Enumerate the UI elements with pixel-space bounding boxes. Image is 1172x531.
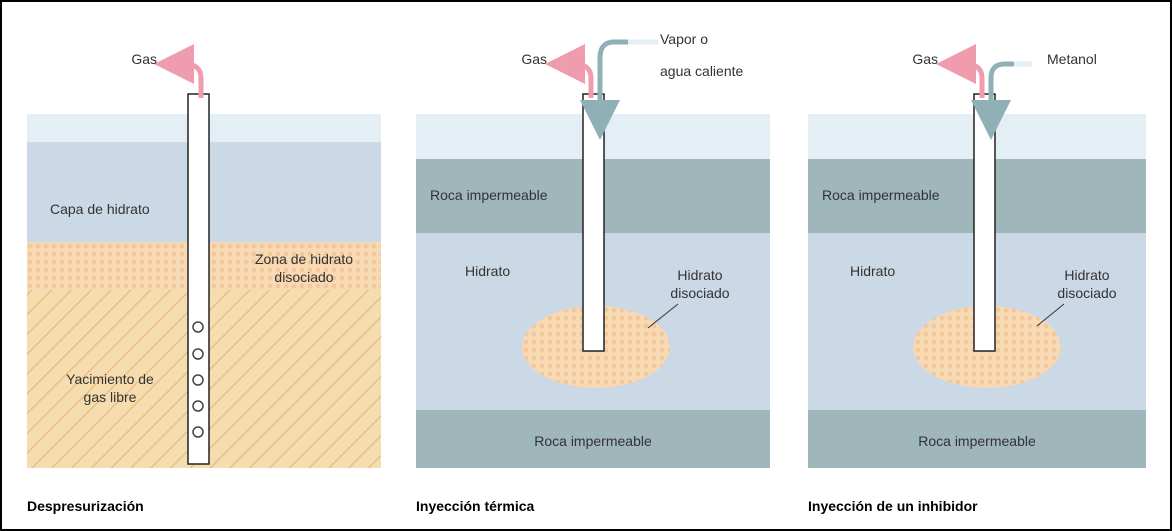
rock-bottom-label: Roca impermeable xyxy=(534,433,652,449)
dissociated-label-line1: Hidrato xyxy=(677,267,722,283)
impermeable-rock-bottom xyxy=(808,410,1146,468)
gas-arrow xyxy=(545,44,594,98)
injected-label-line1: Vapor o xyxy=(660,31,708,47)
panel-caption: Inyección térmica xyxy=(416,498,534,514)
well-pipe xyxy=(973,93,996,352)
injected-label-line2: agua caliente xyxy=(660,63,744,79)
free-gas-label-line1: Yacimiento de xyxy=(66,371,154,387)
injection-arrow xyxy=(971,61,1032,140)
panel-depressurization: Gas Capa de hidrato Zona de hidrato diso… xyxy=(27,44,381,514)
gas-arrow xyxy=(154,44,204,98)
impermeable-rock-bottom xyxy=(416,410,770,468)
rock-bottom-label: Roca impermeable xyxy=(918,433,1036,449)
dissociated-label-line1: Hidrato xyxy=(1064,267,1109,283)
injection-arrow xyxy=(580,39,658,140)
gas-arrow xyxy=(936,44,985,98)
panel-thermal-injection: Gas Vapor o agua caliente Roca impermeab… xyxy=(416,31,770,514)
panel-inhibitor-injection: Gas Metanol Roca impermeable Hidrato Hid… xyxy=(808,44,1146,514)
dissociated-zone-label-line1: Zona de hidrato xyxy=(255,251,353,267)
gas-label: Gas xyxy=(521,51,547,67)
hydrate-layer-label: Capa de hidrato xyxy=(50,201,150,217)
hydrate-label: Hidrato xyxy=(850,263,895,279)
dissociated-label-line2: disociado xyxy=(670,285,729,301)
dissociated-zone-label-line2: disociado xyxy=(274,269,333,285)
perforations xyxy=(192,321,204,438)
leader-line xyxy=(647,303,679,329)
leader-line xyxy=(1036,303,1065,327)
gas-label: Gas xyxy=(131,51,157,67)
gas-label: Gas xyxy=(912,51,938,67)
panel-caption: Despresurización xyxy=(27,498,144,514)
rock-top-label: Roca impermeable xyxy=(822,187,940,203)
well-pipe xyxy=(582,93,605,352)
rock-top-label: Roca impermeable xyxy=(430,187,548,203)
free-gas-label-line2: gas libre xyxy=(84,389,137,405)
panel-caption: Inyección de un inhibidor xyxy=(808,498,978,514)
injected-label: Metanol xyxy=(1047,51,1097,67)
dissociated-label-line2: disociado xyxy=(1057,285,1116,301)
hydrate-label: Hidrato xyxy=(465,263,510,279)
